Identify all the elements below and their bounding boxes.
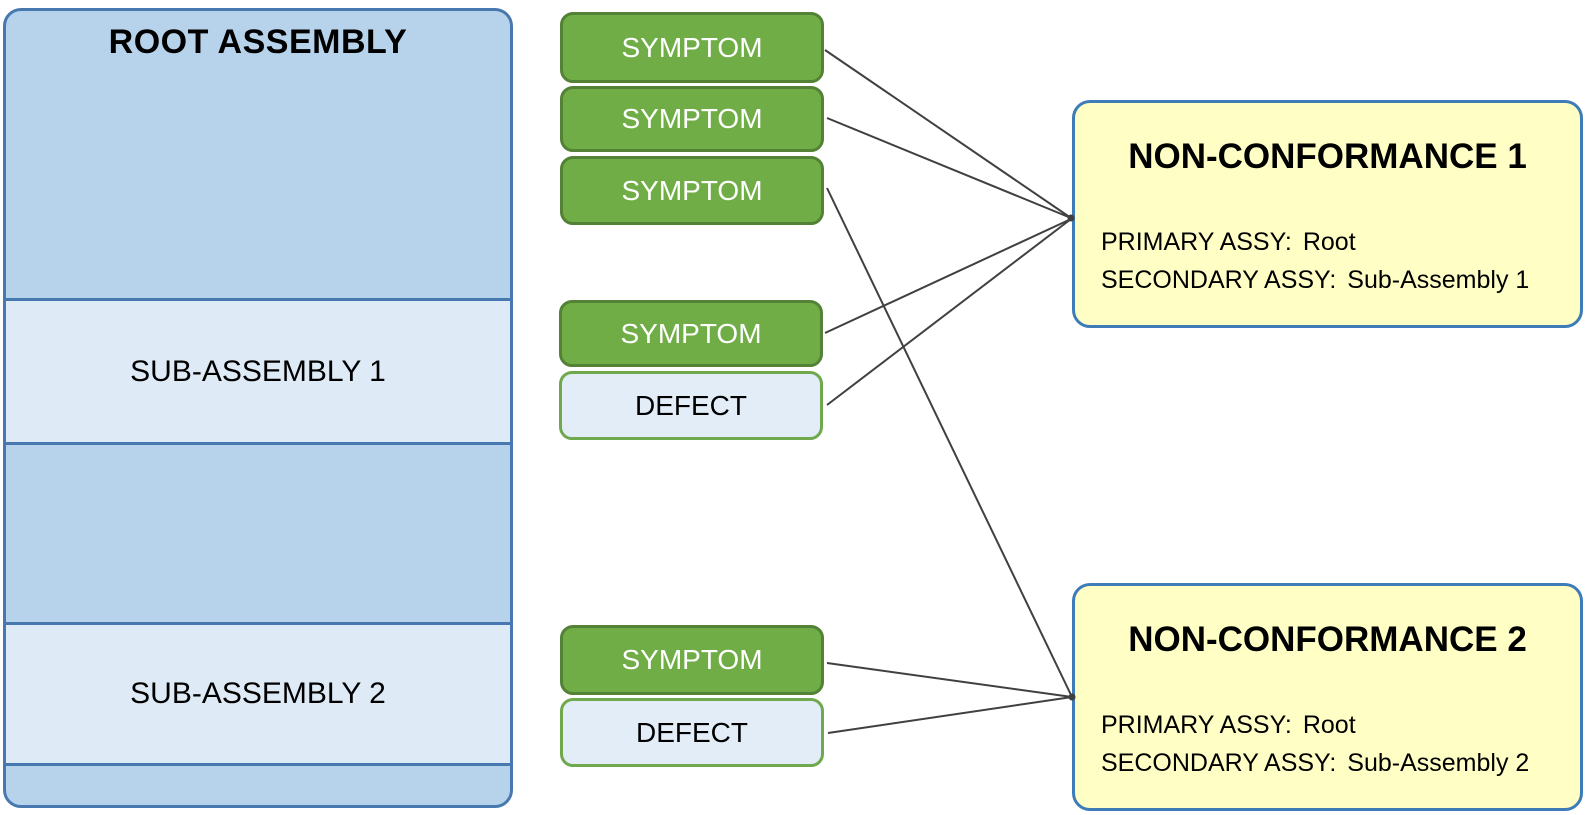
symptom-node-3: SYMPTOM	[560, 156, 824, 225]
non-conformance-1-box: NON-CONFORMANCE 1 PRIMARY ASSY: Root SECO…	[1072, 100, 1583, 328]
symptom-2-label: SYMPTOM	[621, 103, 763, 134]
symptom-5-label: SYMPTOM	[621, 644, 763, 675]
symptom-node-2: SYMPTOM	[560, 86, 824, 152]
connector-symptom4-nc1	[824, 218, 1072, 334]
primary-assy-field: PRIMARY ASSY: Root	[1101, 223, 1580, 261]
symptom-node-4: SYMPTOM	[559, 300, 823, 367]
root-assembly-box: ROOT ASSEMBLY SUB-ASSEMBLY 1 SUB-ASSEMBL…	[3, 8, 513, 808]
non-conformance-2-title: NON-CONFORMANCE 2	[1128, 620, 1527, 659]
defect-2-label: DEFECT	[636, 716, 748, 748]
non-conformance-2-box: NON-CONFORMANCE 2 PRIMARY ASSY: Root SECO…	[1072, 583, 1583, 811]
primary-assy-value: Root	[1302, 711, 1356, 739]
symptom-1-label: SYMPTOM	[621, 31, 763, 63]
connector-symptom2-nc1	[826, 117, 1072, 219]
symptom-4-label: SYMPTOM	[620, 317, 762, 349]
defect-1-label: DEFECT	[635, 389, 747, 421]
primary-assy-field: PRIMARY ASSY: Root	[1101, 706, 1580, 744]
sub-assembly-1-band: SUB-ASSEMBLY 1	[6, 298, 510, 445]
symptom-node-1: SYMPTOM	[560, 12, 824, 83]
sub-assembly-2-label: SUB-ASSEMBLY 2	[130, 677, 386, 710]
primary-assy-label: PRIMARY ASSY:	[1101, 228, 1292, 256]
secondary-assy-field: SECONDARY ASSY: Sub-Assembly 2	[1101, 744, 1580, 782]
primary-assy-value: Root	[1302, 228, 1356, 256]
connector-defect2-nc2	[827, 696, 1073, 734]
connector-symptom1-nc1	[824, 49, 1072, 219]
connector-symptom3-nc2	[826, 187, 1073, 698]
sub-assembly-2-band: SUB-ASSEMBLY 2	[6, 622, 510, 766]
secondary-assy-label: SECONDARY ASSY:	[1101, 266, 1337, 294]
symptom-node-5: SYMPTOM	[560, 625, 824, 695]
secondary-assy-value: Sub-Assembly 2	[1347, 749, 1530, 777]
defect-node-2: DEFECT	[560, 698, 824, 767]
secondary-assy-value: Sub-Assembly 1	[1347, 266, 1530, 294]
connector-symptom5-nc2	[826, 662, 1073, 698]
secondary-assy-label: SECONDARY ASSY:	[1101, 749, 1337, 777]
non-conformance-1-title: NON-CONFORMANCE 1	[1128, 137, 1527, 176]
secondary-assy-field: SECONDARY ASSY: Sub-Assembly 1	[1101, 261, 1580, 299]
root-assembly-title: ROOT ASSEMBLY	[108, 23, 408, 61]
sub-assembly-1-label: SUB-ASSEMBLY 1	[130, 354, 386, 388]
primary-assy-label: PRIMARY ASSY:	[1101, 711, 1292, 739]
non-conformance-1-body: PRIMARY ASSY: Root SECONDARY ASSY: Sub-Ass…	[1101, 223, 1580, 299]
defect-node-1: DEFECT	[559, 371, 823, 440]
symptom-3-label: SYMPTOM	[621, 174, 763, 206]
non-conformance-2-body: PRIMARY ASSY: Root SECONDARY ASSY: Sub-Ass…	[1101, 706, 1580, 782]
connector-defect1-nc1	[826, 218, 1072, 406]
